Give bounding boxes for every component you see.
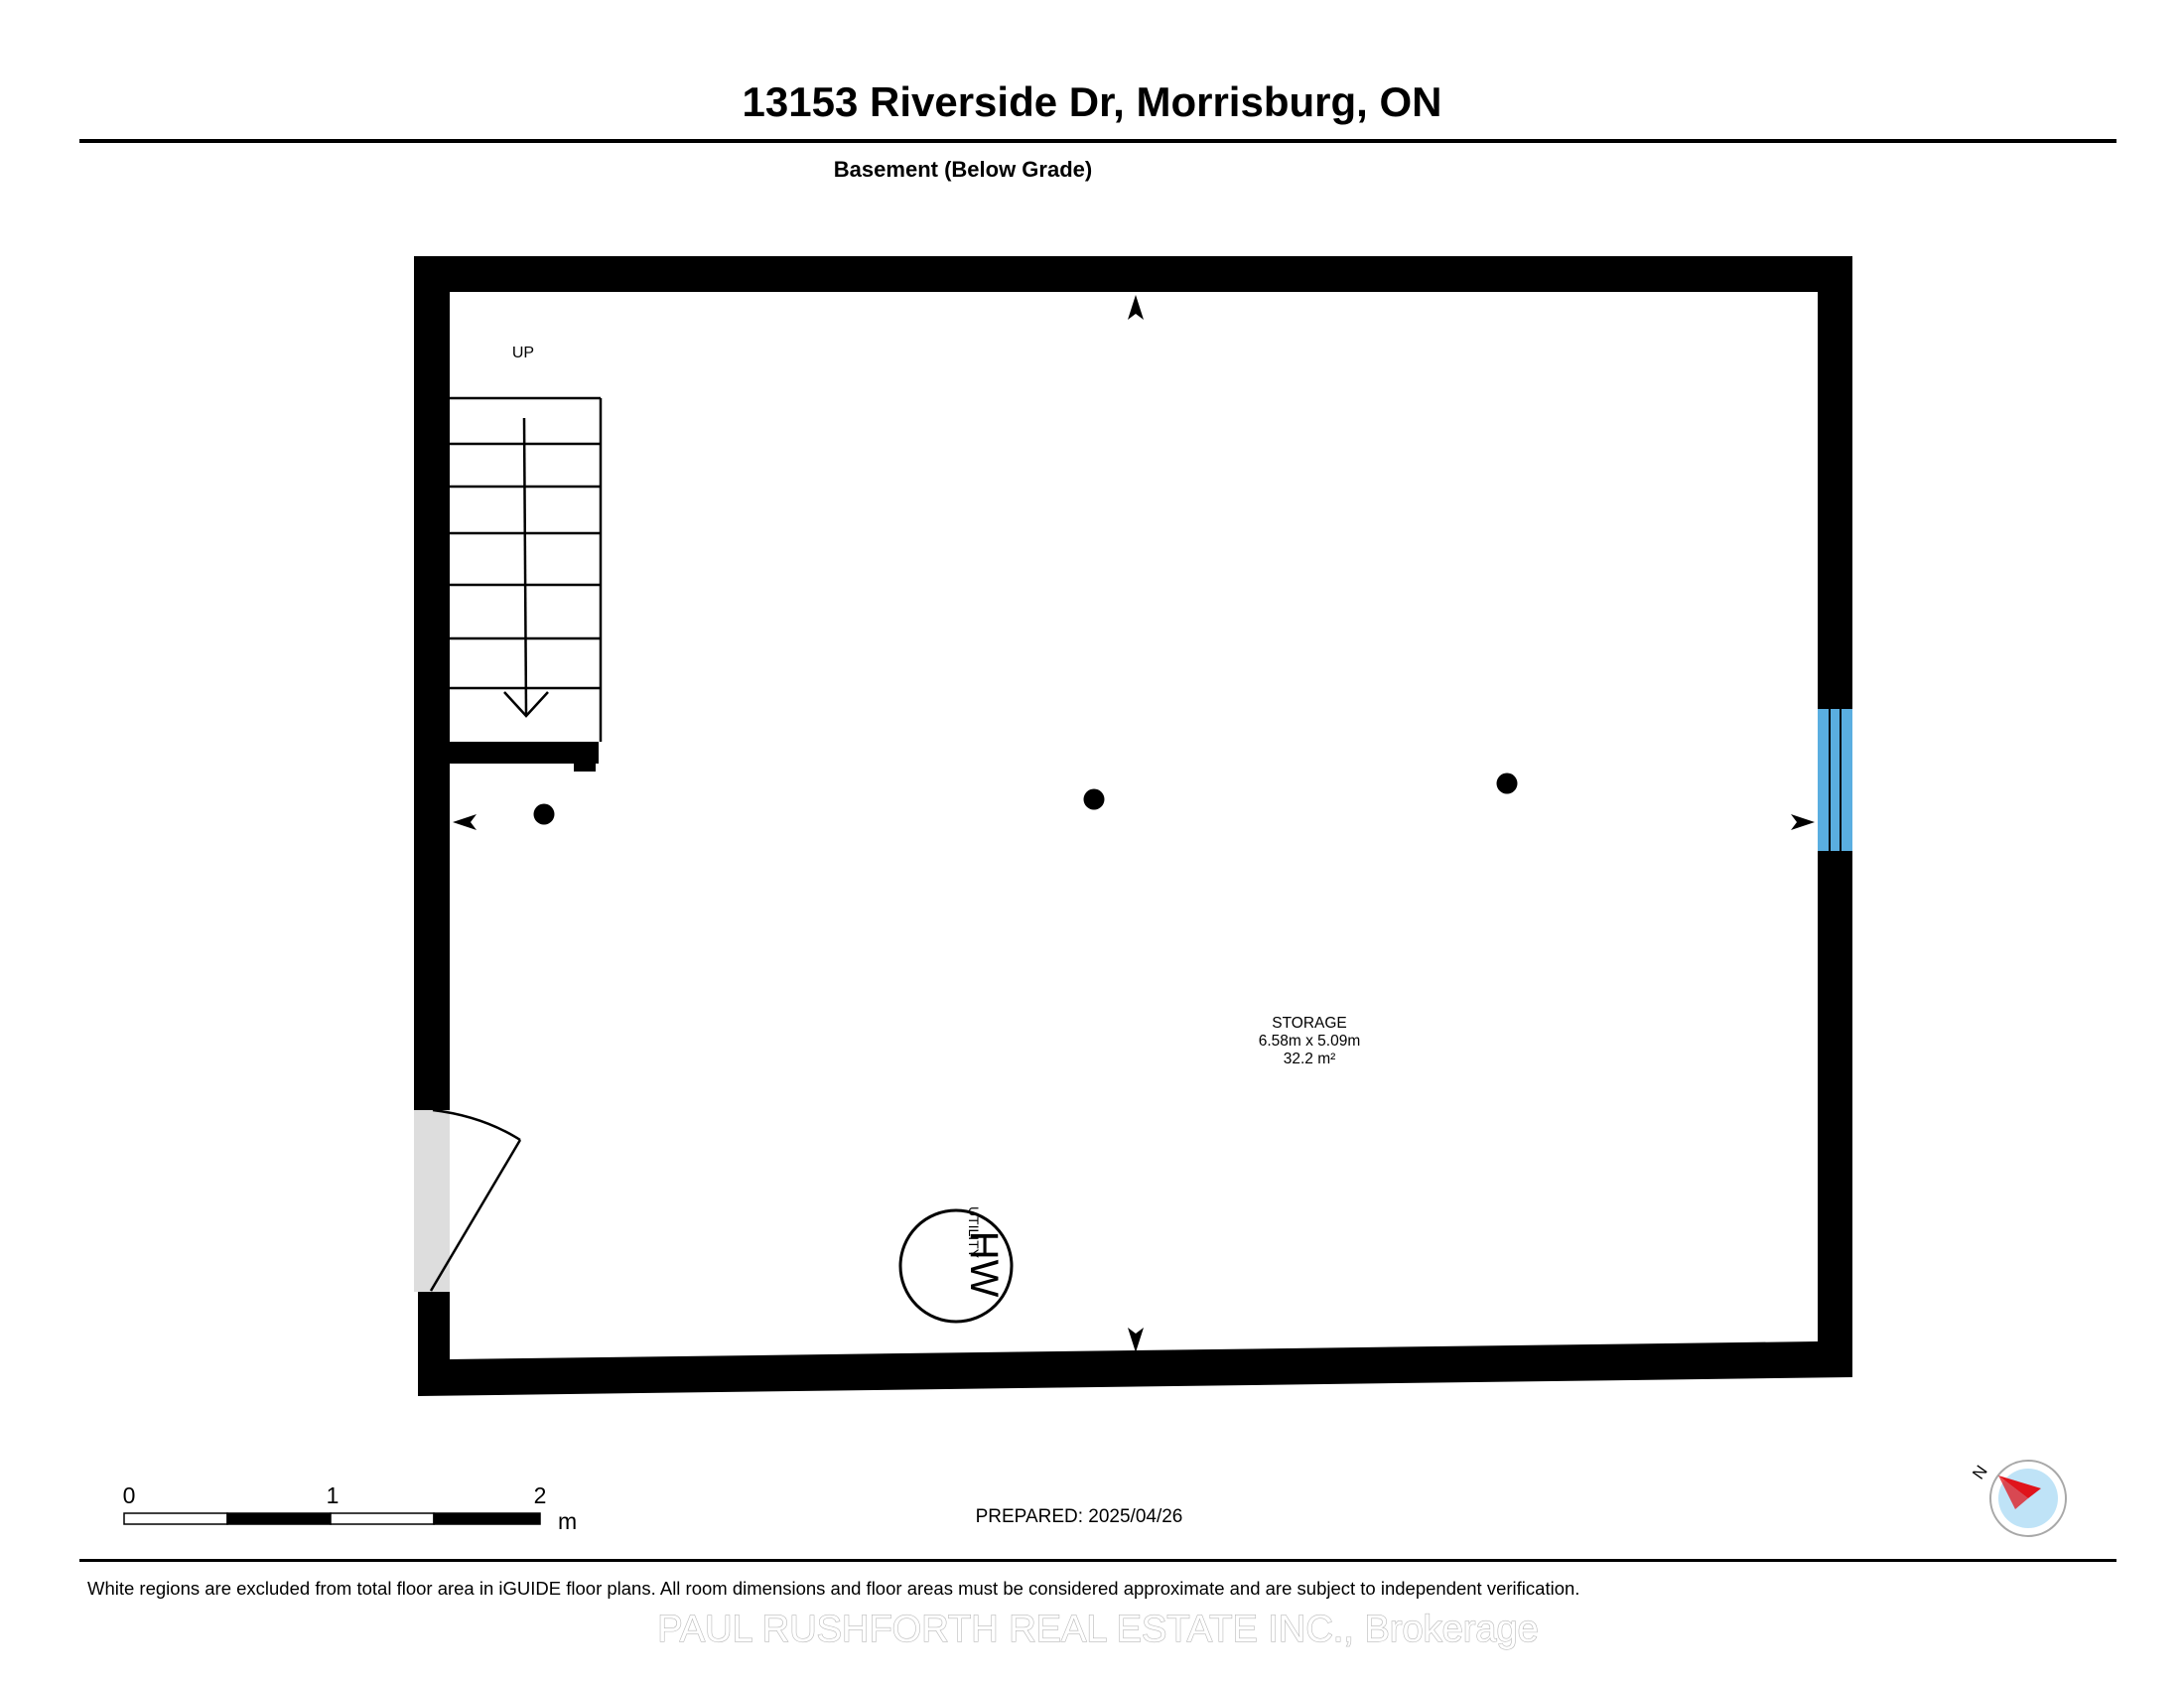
door bbox=[414, 1108, 522, 1292]
door-opening bbox=[414, 1110, 450, 1292]
scale-bar: 0 1 2 m bbox=[123, 1482, 578, 1534]
stairs-up-label: UP bbox=[512, 345, 534, 361]
level-label: Basement (Below Grade) bbox=[834, 157, 1092, 182]
scale-tick-2: 2 bbox=[534, 1482, 547, 1508]
page-title: 13153 Riverside Dr, Morrisburg, ON bbox=[743, 78, 1442, 125]
utility-label: UTILITY bbox=[966, 1206, 982, 1259]
header-rule bbox=[79, 139, 2116, 143]
stairs bbox=[450, 396, 603, 742]
window bbox=[1818, 709, 1852, 851]
room-dimensions: 6.58m x 5.09m bbox=[1259, 1033, 1361, 1050]
marker-right bbox=[1791, 814, 1815, 830]
compass-north-label: N bbox=[1969, 1462, 1991, 1482]
marker-top bbox=[1128, 295, 1144, 320]
room-label: STORAGE 6.58m x 5.09m 32.2 m² bbox=[1259, 1015, 1361, 1067]
walls bbox=[414, 256, 1852, 1396]
room-area: 32.2 m² bbox=[1284, 1051, 1336, 1067]
post bbox=[1496, 773, 1518, 794]
post bbox=[533, 803, 555, 825]
footer-rule bbox=[79, 1559, 2116, 1562]
room-name: STORAGE bbox=[1272, 1015, 1347, 1032]
marker-left bbox=[453, 814, 477, 830]
post bbox=[1083, 788, 1105, 810]
support-posts bbox=[533, 773, 1518, 825]
footer-disclaimer: White regions are excluded from total fl… bbox=[87, 1578, 1579, 1599]
scale-unit: m bbox=[558, 1508, 577, 1534]
stair-arrow-head bbox=[503, 691, 549, 718]
hot-water-tank-symbol: HW UTILITY bbox=[898, 1206, 1014, 1324]
compass-needle bbox=[1998, 1476, 2041, 1498]
door-swing-arc bbox=[432, 1108, 521, 1142]
brokerage-watermark: PAUL RUSHFORTH REAL ESTATE INC., Brokera… bbox=[657, 1609, 1539, 1650]
scale-tick-1: 1 bbox=[327, 1482, 340, 1508]
stair-landing-post bbox=[574, 755, 596, 772]
stair-direction-arrow bbox=[522, 417, 528, 716]
hot-water-text: HW bbox=[962, 1231, 1006, 1298]
compass-icon: N bbox=[1969, 1460, 2067, 1537]
measurement-markers bbox=[453, 295, 1815, 1352]
scale-tick-0: 0 bbox=[123, 1482, 136, 1508]
stair-landing-wall bbox=[450, 742, 599, 764]
marker-bottom bbox=[1128, 1328, 1144, 1352]
door-leaf bbox=[429, 1139, 522, 1292]
wall-outline bbox=[414, 256, 1852, 1396]
prepared-date: PREPARED: 2025/04/26 bbox=[976, 1506, 1183, 1527]
